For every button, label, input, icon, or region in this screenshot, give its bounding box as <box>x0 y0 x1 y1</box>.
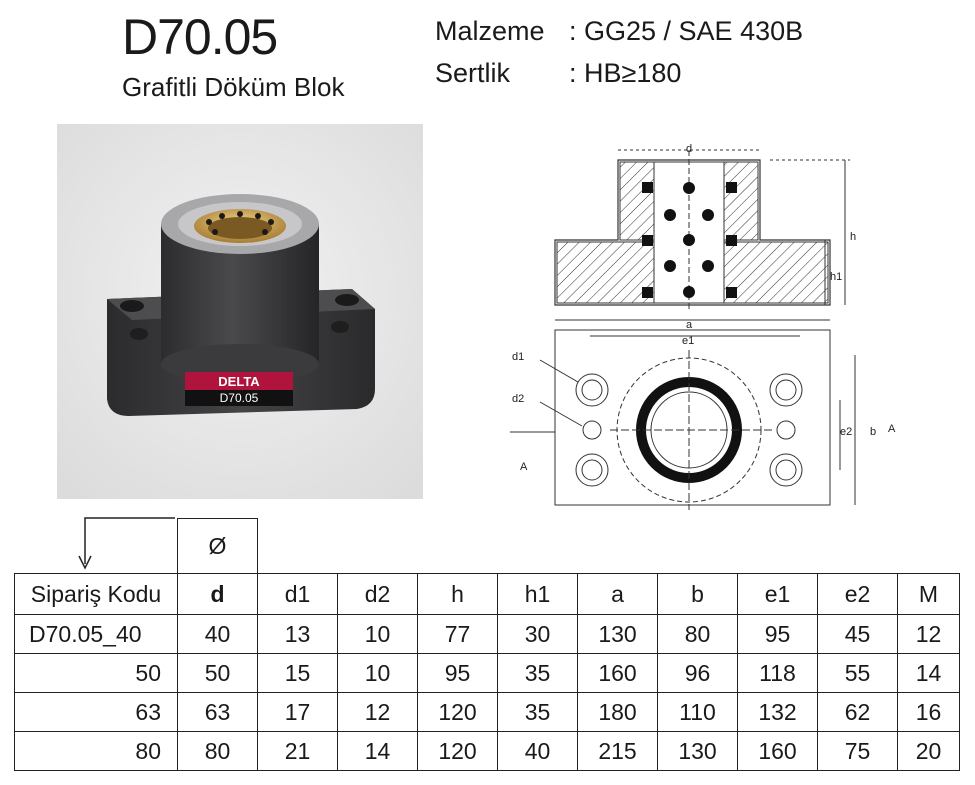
spec-hardness-value: : HB≥180 <box>569 58 682 88</box>
spec-material-label: Malzeme <box>435 16 545 46</box>
spec-material-value: : GG25 / SAE 430B <box>569 16 804 46</box>
cell-a: 180 <box>577 692 658 732</box>
col-header-a: a <box>577 573 658 615</box>
table-row: 80 80 21 14 120 40 215 130 160 75 20 <box>14 731 960 771</box>
cell-e2: 55 <box>817 653 898 693</box>
cell-d2: 10 <box>337 653 418 693</box>
col-header-order-code: Sipariş Kodu <box>14 573 178 615</box>
cell-e1: 118 <box>737 653 818 693</box>
product-name: Grafitli Döküm Blok <box>122 72 345 102</box>
col-header-d1: d1 <box>257 573 338 615</box>
cell-e1: 160 <box>737 731 818 771</box>
table-header-row: Sipariş Kodu d d1 d2 h h1 a b e1 e2 M <box>14 573 960 615</box>
table-row: 63 63 17 12 120 35 180 110 132 62 16 <box>14 692 960 732</box>
cell-h1: 40 <box>497 731 578 771</box>
cell-d: 63 <box>177 692 258 732</box>
table-spacer-right <box>258 519 960 574</box>
cell-e2: 75 <box>817 731 898 771</box>
spec-hardness: Sertlik : HB≥180 <box>435 58 681 89</box>
order-code-cell: 63 <box>14 692 178 732</box>
product-illustration: DELTA D70.05 <box>57 124 423 499</box>
order-code-arrow <box>78 517 175 570</box>
col-header-e2: e2 <box>817 573 898 615</box>
cell-d: 40 <box>177 614 258 654</box>
cell-d1: 15 <box>257 653 338 693</box>
spec-material: Malzeme : GG25 / SAE 430B <box>435 16 803 47</box>
table-row: 50 50 15 10 95 35 160 96 118 55 14 <box>14 653 960 693</box>
spec-hardness-label: Sertlik <box>435 58 511 88</box>
cell-d1: 21 <box>257 731 338 771</box>
cell-d2: 12 <box>337 692 418 732</box>
cell-d: 50 <box>177 653 258 693</box>
dim-label-e1: e1 <box>682 335 694 347</box>
diameter-symbol: Ø <box>177 518 258 574</box>
product-code-title: D70.05 <box>122 9 278 65</box>
order-code-cell: 50 <box>14 653 178 693</box>
cell-h1: 35 <box>497 692 578 732</box>
cell-m: 12 <box>897 614 960 654</box>
cell-h: 120 <box>417 692 498 732</box>
technical-drawing: d h h1 a e1 d1 d2 e2 b A A <box>510 143 896 510</box>
cell-h1: 35 <box>497 653 578 693</box>
col-header-d: d <box>177 573 258 615</box>
cell-b: 80 <box>657 614 738 654</box>
cell-h1: 30 <box>497 614 578 654</box>
dimensions-table: Ø Sipariş Kodu d d1 d2 h h1 a b e1 e2 M … <box>14 518 960 771</box>
dim-label-d: d <box>686 143 692 155</box>
col-header-m: M <box>897 573 960 615</box>
table-row: D70.05_40 40 13 10 77 30 130 80 95 45 12 <box>14 614 960 654</box>
order-code-cell: D70.05_40 <box>14 614 178 654</box>
brand-label-band <box>185 372 293 390</box>
product-photo: DELTA D70.05 <box>57 124 423 499</box>
photo-label-code: D70.05 <box>220 391 259 405</box>
col-header-e1: e1 <box>737 573 818 615</box>
cell-h: 120 <box>417 731 498 771</box>
dim-label-d2: d2 <box>512 393 524 405</box>
dim-label-a: a <box>686 319 693 331</box>
section-marker-a-left: A <box>520 461 528 473</box>
order-code-cell: 80 <box>14 731 178 771</box>
cell-m: 16 <box>897 692 960 732</box>
cell-d1: 13 <box>257 614 338 654</box>
dim-label-d1: d1 <box>512 351 524 363</box>
dim-label-h: h <box>850 231 856 243</box>
cell-a: 130 <box>577 614 658 654</box>
cell-a: 160 <box>577 653 658 693</box>
col-header-h1: h1 <box>497 573 578 615</box>
cell-a: 215 <box>577 731 658 771</box>
cell-d: 80 <box>177 731 258 771</box>
cell-h: 77 <box>417 614 498 654</box>
col-header-d2: d2 <box>337 573 418 615</box>
cell-h: 95 <box>417 653 498 693</box>
cell-d2: 10 <box>337 614 418 654</box>
cell-b: 130 <box>657 731 738 771</box>
cell-b: 110 <box>657 692 738 732</box>
cell-e1: 95 <box>737 614 818 654</box>
cell-m: 14 <box>897 653 960 693</box>
brand-logo-text: DELTA <box>218 374 260 389</box>
col-header-b: b <box>657 573 738 615</box>
dim-label-h1: h1 <box>830 271 842 283</box>
col-header-h: h <box>417 573 498 615</box>
dimensions-table-wrap: Ø Sipariş Kodu d d1 d2 h h1 a b e1 e2 M … <box>14 518 960 771</box>
cell-e2: 45 <box>817 614 898 654</box>
cell-d2: 14 <box>337 731 418 771</box>
section-marker-a-right: A <box>888 423 896 435</box>
cell-m: 20 <box>897 731 960 771</box>
cell-d1: 17 <box>257 692 338 732</box>
dim-label-e2: e2 <box>840 426 852 438</box>
cell-e1: 132 <box>737 692 818 732</box>
table-spacer <box>15 519 178 574</box>
cell-e2: 62 <box>817 692 898 732</box>
cell-b: 96 <box>657 653 738 693</box>
dim-label-b: b <box>870 426 876 438</box>
